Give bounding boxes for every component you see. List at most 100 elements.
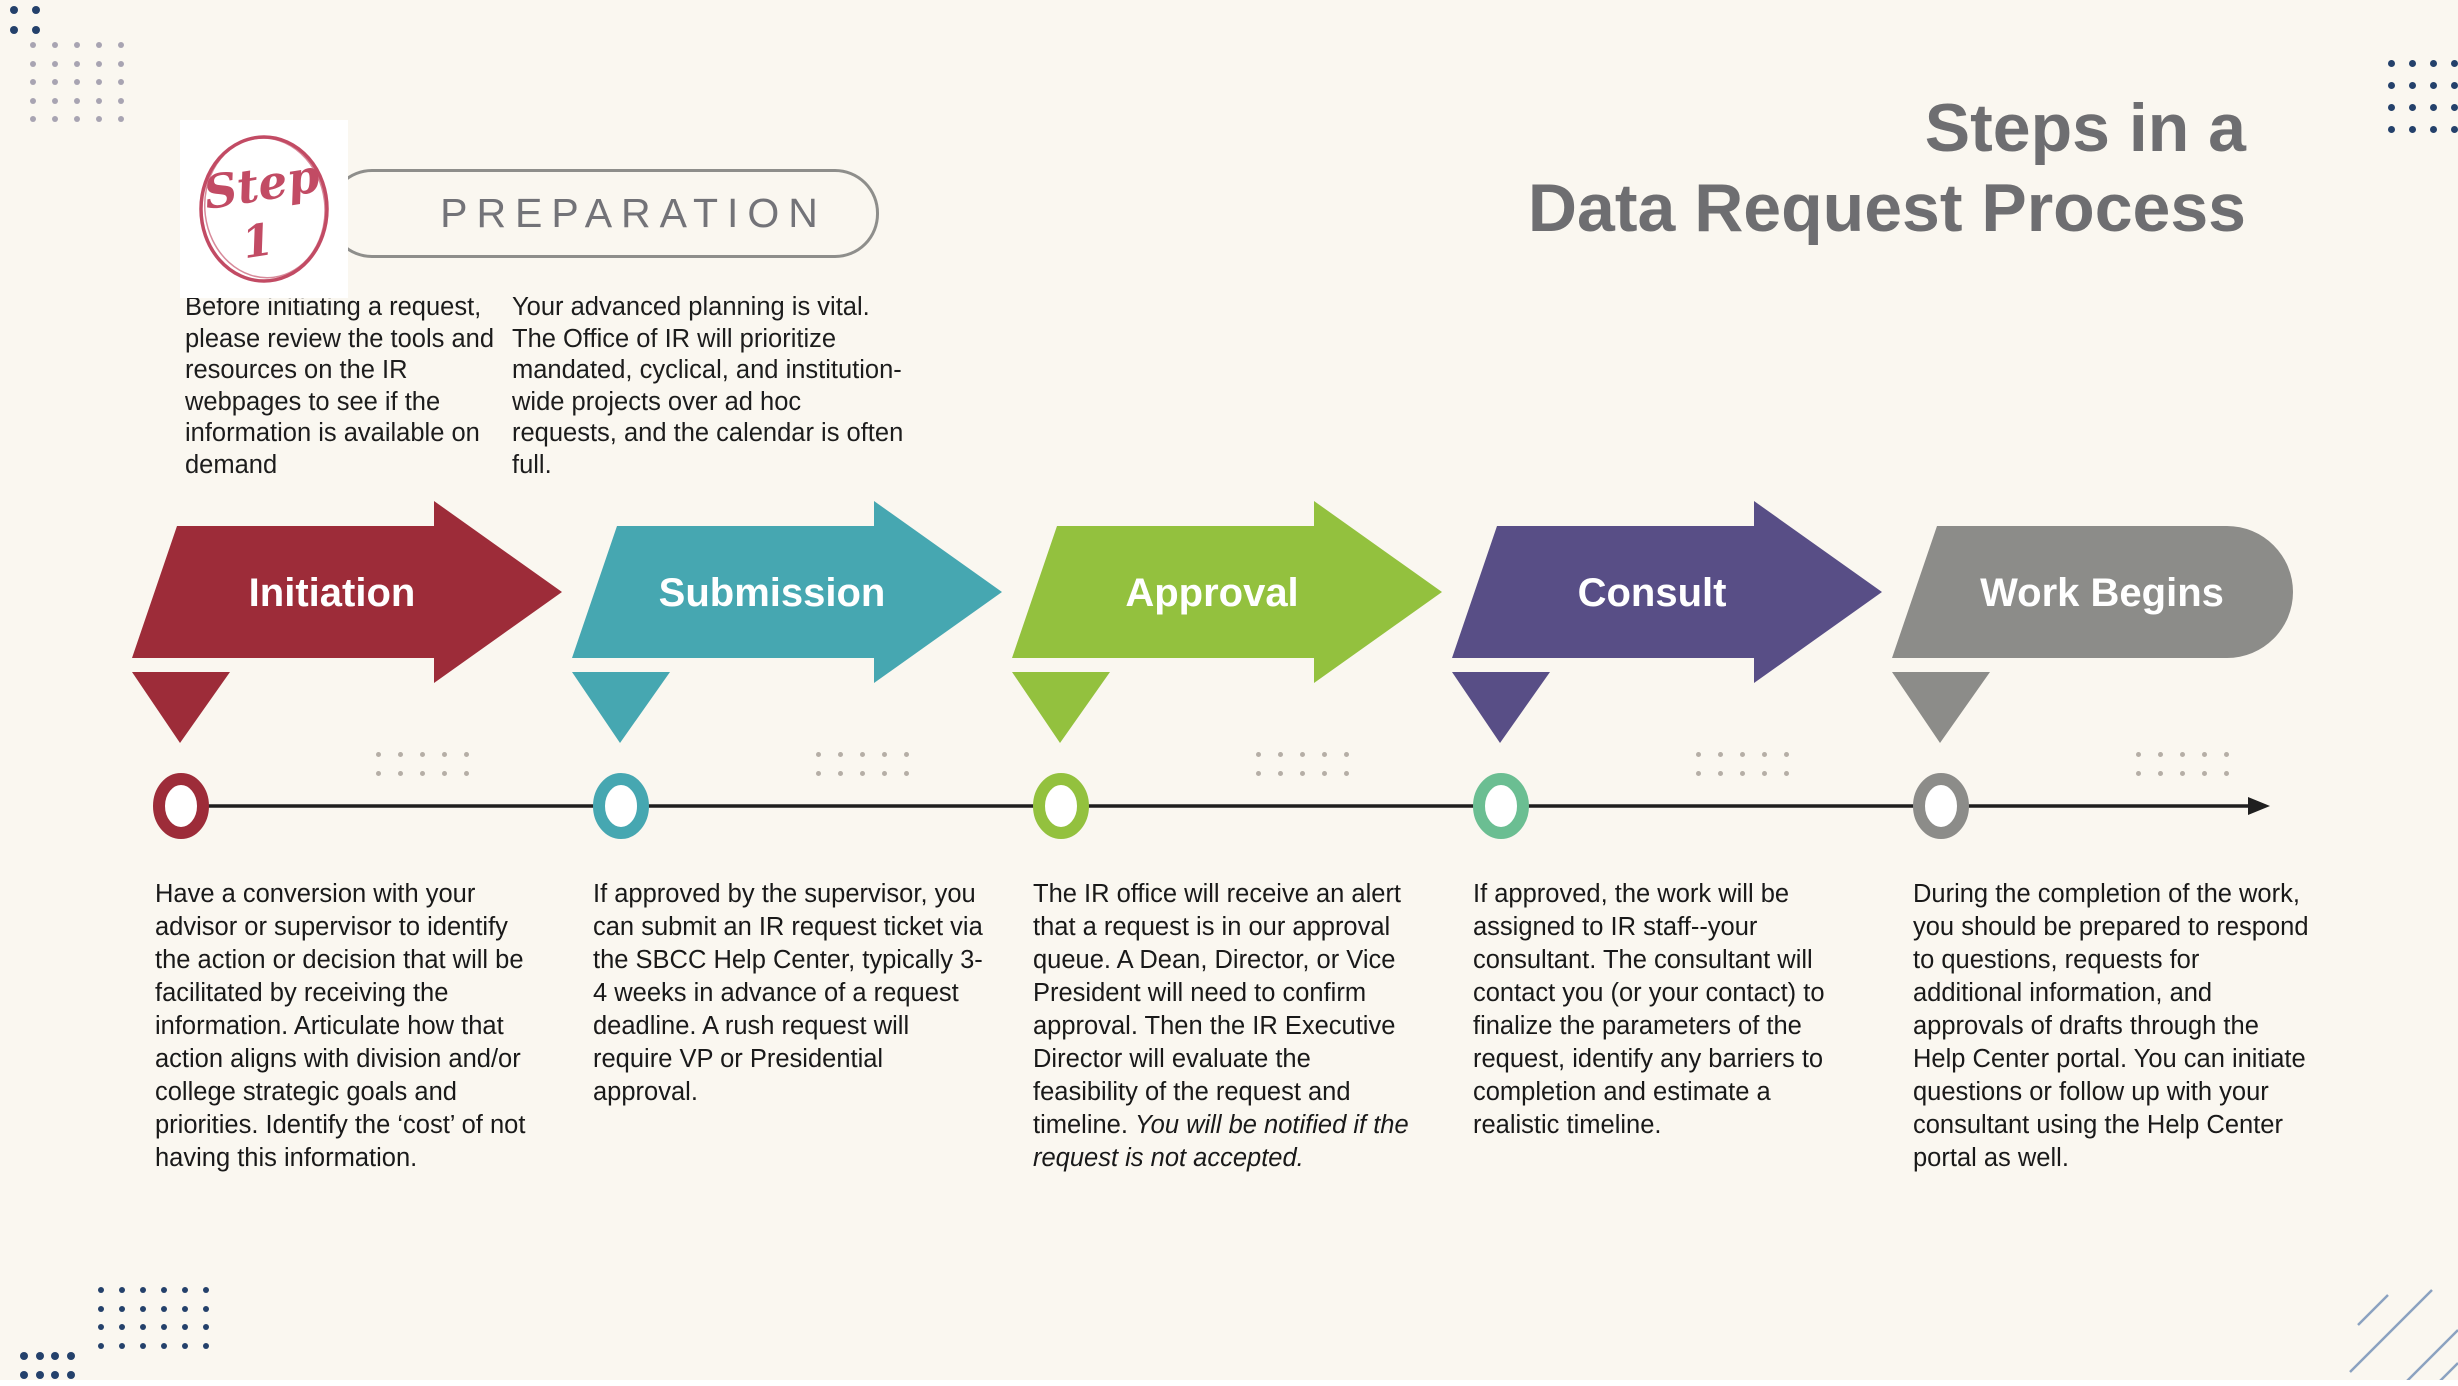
description-italic-text: You will be notified if the request is n… <box>1033 1111 1409 1172</box>
decor-dot <box>140 1287 146 1293</box>
arrow-pointer <box>1452 672 1550 743</box>
decor-dot <box>161 1305 167 1312</box>
decor-dot <box>838 771 843 776</box>
decor-dot <box>1718 771 1723 776</box>
decor-dot <box>119 1324 125 1330</box>
decor-dot <box>420 752 425 757</box>
decor-dot <box>10 26 18 34</box>
phase-label: PREPARATION <box>440 190 827 236</box>
step-description-approval: The IR office will receive an alert that… <box>1033 878 1415 1175</box>
decor-dot <box>860 752 865 757</box>
timeline-marker-consult <box>1473 773 1529 839</box>
decor-dot <box>1762 752 1767 757</box>
decor-dot <box>96 60 102 67</box>
timeline-marker-submission <box>593 773 649 839</box>
decor-dot <box>98 1287 104 1293</box>
decor-dot <box>52 42 58 48</box>
decor-dot <box>30 116 36 122</box>
description-text: If approved by the supervisor, you can s… <box>593 880 983 1106</box>
decor-dot <box>118 116 124 122</box>
decor-dot <box>464 752 469 757</box>
decor-dot <box>182 1287 188 1293</box>
decor-dot <box>2430 82 2437 89</box>
decor-dot <box>2202 771 2207 776</box>
decor-dot <box>398 771 403 776</box>
decor-dot <box>420 771 425 776</box>
intro-paragraph-1: Before initiating a request, please revi… <box>185 293 495 479</box>
decor-dot <box>1784 752 1789 757</box>
decor-dot <box>816 771 821 776</box>
decor-dot <box>2158 771 2163 776</box>
decor-dot <box>98 1342 104 1349</box>
arrow-shape <box>132 501 562 683</box>
decor-dot <box>1256 752 1261 757</box>
decor-dot <box>1696 771 1701 776</box>
timeline-marker-work-begins <box>1913 773 1969 839</box>
decor-dot <box>464 771 469 776</box>
decor-dot <box>118 42 124 48</box>
description-text: Have a conversion with your advisor or s… <box>155 880 526 1172</box>
decor-dot <box>52 60 58 67</box>
decor-dot <box>161 1287 167 1293</box>
arrow-shape <box>1012 501 1442 683</box>
decor-dot <box>74 60 80 67</box>
decor-dot <box>2430 104 2437 111</box>
arrow-pointer <box>132 672 230 743</box>
decor-dot <box>2388 82 2395 89</box>
decor-dot <box>161 1324 167 1330</box>
arrow-shape <box>572 501 1002 683</box>
decor-dot <box>376 752 381 757</box>
decor-dot <box>398 752 403 757</box>
page-title: Steps in a Data Request Process <box>1528 88 2246 248</box>
decor-dot <box>442 752 447 757</box>
decor-dot <box>52 116 58 122</box>
intro-paragraph-2: Your advanced planning is vital. The Off… <box>512 293 904 479</box>
decor-dot <box>30 97 36 104</box>
decor-dot <box>1322 771 1327 776</box>
decor-dot <box>1300 752 1305 757</box>
decor-dot <box>74 42 80 48</box>
decor-dot <box>20 1371 28 1379</box>
step-shape-work-begins <box>1892 526 2293 743</box>
decor-dot <box>30 60 36 67</box>
decor-dot <box>1344 771 1349 776</box>
decor-dot <box>1278 771 1283 776</box>
step-description-submission: If approved by the supervisor, you can s… <box>593 878 983 1109</box>
decor-dot <box>838 752 843 757</box>
decor-dot <box>96 79 102 85</box>
decor-dot <box>118 60 124 67</box>
decor-dot <box>52 79 58 85</box>
decor-dot <box>118 97 124 104</box>
decor-dot <box>32 6 40 14</box>
decor-dot <box>2430 126 2437 133</box>
decor-dot <box>442 771 447 776</box>
decor-dot <box>904 771 909 776</box>
description-text: If approved, the work will be assigned t… <box>1473 880 1825 1139</box>
decor-dot <box>1762 771 1767 776</box>
decor-dot <box>1300 771 1305 776</box>
step-arrow-initiation <box>132 501 562 743</box>
decor-dot <box>1784 771 1789 776</box>
decor-dot <box>2388 60 2395 67</box>
decor-dot <box>203 1305 209 1312</box>
arrow-pointer <box>572 672 670 743</box>
timeline-arrowhead-icon <box>2248 797 2270 815</box>
decor-dot <box>51 1371 59 1379</box>
decor-dot <box>2451 104 2458 111</box>
decor-dot <box>904 752 909 757</box>
decor-dot <box>10 6 18 14</box>
description-text: During the completion of the work, you s… <box>1913 880 2309 1172</box>
decor-dot <box>161 1342 167 1349</box>
decor-dot <box>2158 752 2163 757</box>
timeline-marker-initiation <box>153 773 209 839</box>
decor-dot <box>30 79 36 85</box>
decor-dot <box>882 771 887 776</box>
bottom-edge-strip <box>0 1380 2458 1386</box>
diagonal-lines-decoration <box>2349 1289 2458 1386</box>
decor-dot <box>182 1324 188 1330</box>
decor-dot <box>66 1371 75 1379</box>
decor-dot <box>2451 60 2458 67</box>
decor-dot <box>96 97 102 104</box>
decor-dot <box>2136 771 2141 776</box>
decor-dot <box>2409 60 2416 67</box>
